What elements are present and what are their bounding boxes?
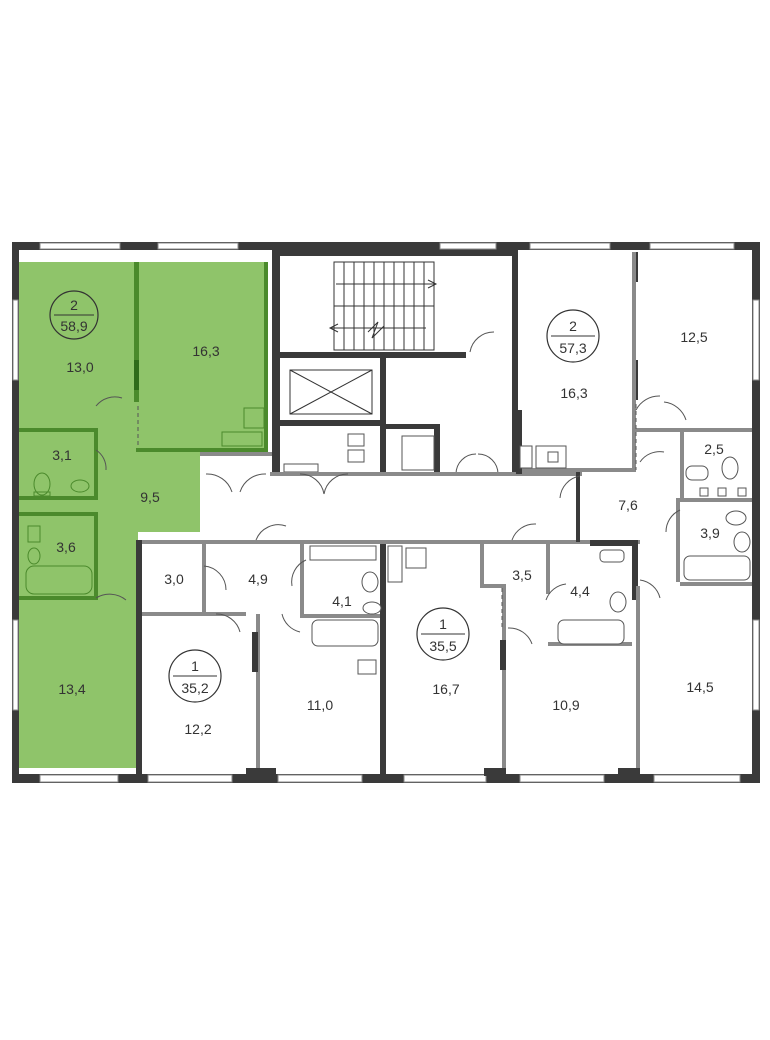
room-label: 16,3 [560, 385, 587, 401]
apt-rooms-count: 2 [70, 297, 78, 313]
room-label: 12,2 [184, 721, 211, 737]
apt-area: 57,3 [559, 340, 586, 356]
room-label: 11,0 [307, 697, 333, 713]
stair-flight [328, 261, 438, 351]
apt-area: 35,5 [429, 638, 456, 654]
apt-rooms-count: 1 [191, 658, 199, 674]
apartment-badge-left: 2 58,9 [49, 290, 99, 340]
elevator-shaft [289, 369, 373, 415]
room-label: 3,1 [52, 447, 72, 463]
room-label: 13,4 [58, 681, 85, 697]
room-label: 3,0 [164, 571, 184, 587]
highlighted-apartment[interactable] [18, 262, 268, 768]
room-label: 4,4 [570, 583, 590, 599]
apt-area: 58,9 [60, 318, 87, 334]
apartment-badge-right-top: 2 57,3 [546, 309, 600, 363]
kitchen-counter-fixture [221, 431, 263, 447]
room-labels: 13,0 16,3 3,1 9,5 3,6 13,4 3,0 4,9 4,1 1… [52, 329, 724, 737]
room-label: 16,3 [192, 343, 219, 359]
apt-left-fill [18, 262, 268, 768]
room-label: 16,7 [432, 681, 459, 697]
apt-rooms-count: 1 [439, 616, 447, 632]
apt-rooms-count: 2 [569, 318, 577, 334]
room-label: 3,9 [700, 525, 720, 541]
room-label: 3,6 [56, 539, 76, 555]
room-label: 10,9 [552, 697, 579, 713]
exterior-walls [12, 242, 760, 783]
room-label: 7,6 [618, 497, 638, 513]
apartment-badge-bottom-mid: 1 35,5 [416, 607, 470, 661]
room-label: 3,5 [512, 567, 532, 583]
interior-walls [95, 252, 752, 776]
building-core [272, 250, 518, 476]
room-label: 12,5 [680, 329, 707, 345]
kitchen-sink-fixture [243, 407, 265, 429]
room-label: 9,5 [140, 489, 160, 505]
room-label: 4,9 [248, 571, 268, 587]
apartment-badge-bottom-left: 1 35,2 [168, 649, 222, 703]
wc-fixture [25, 472, 93, 595]
room-label: 2,5 [704, 441, 724, 457]
room-label: 13,0 [66, 359, 93, 375]
apt-area: 35,2 [181, 680, 208, 696]
room-label: 14,5 [686, 679, 713, 695]
room-label: 4,1 [332, 593, 352, 609]
